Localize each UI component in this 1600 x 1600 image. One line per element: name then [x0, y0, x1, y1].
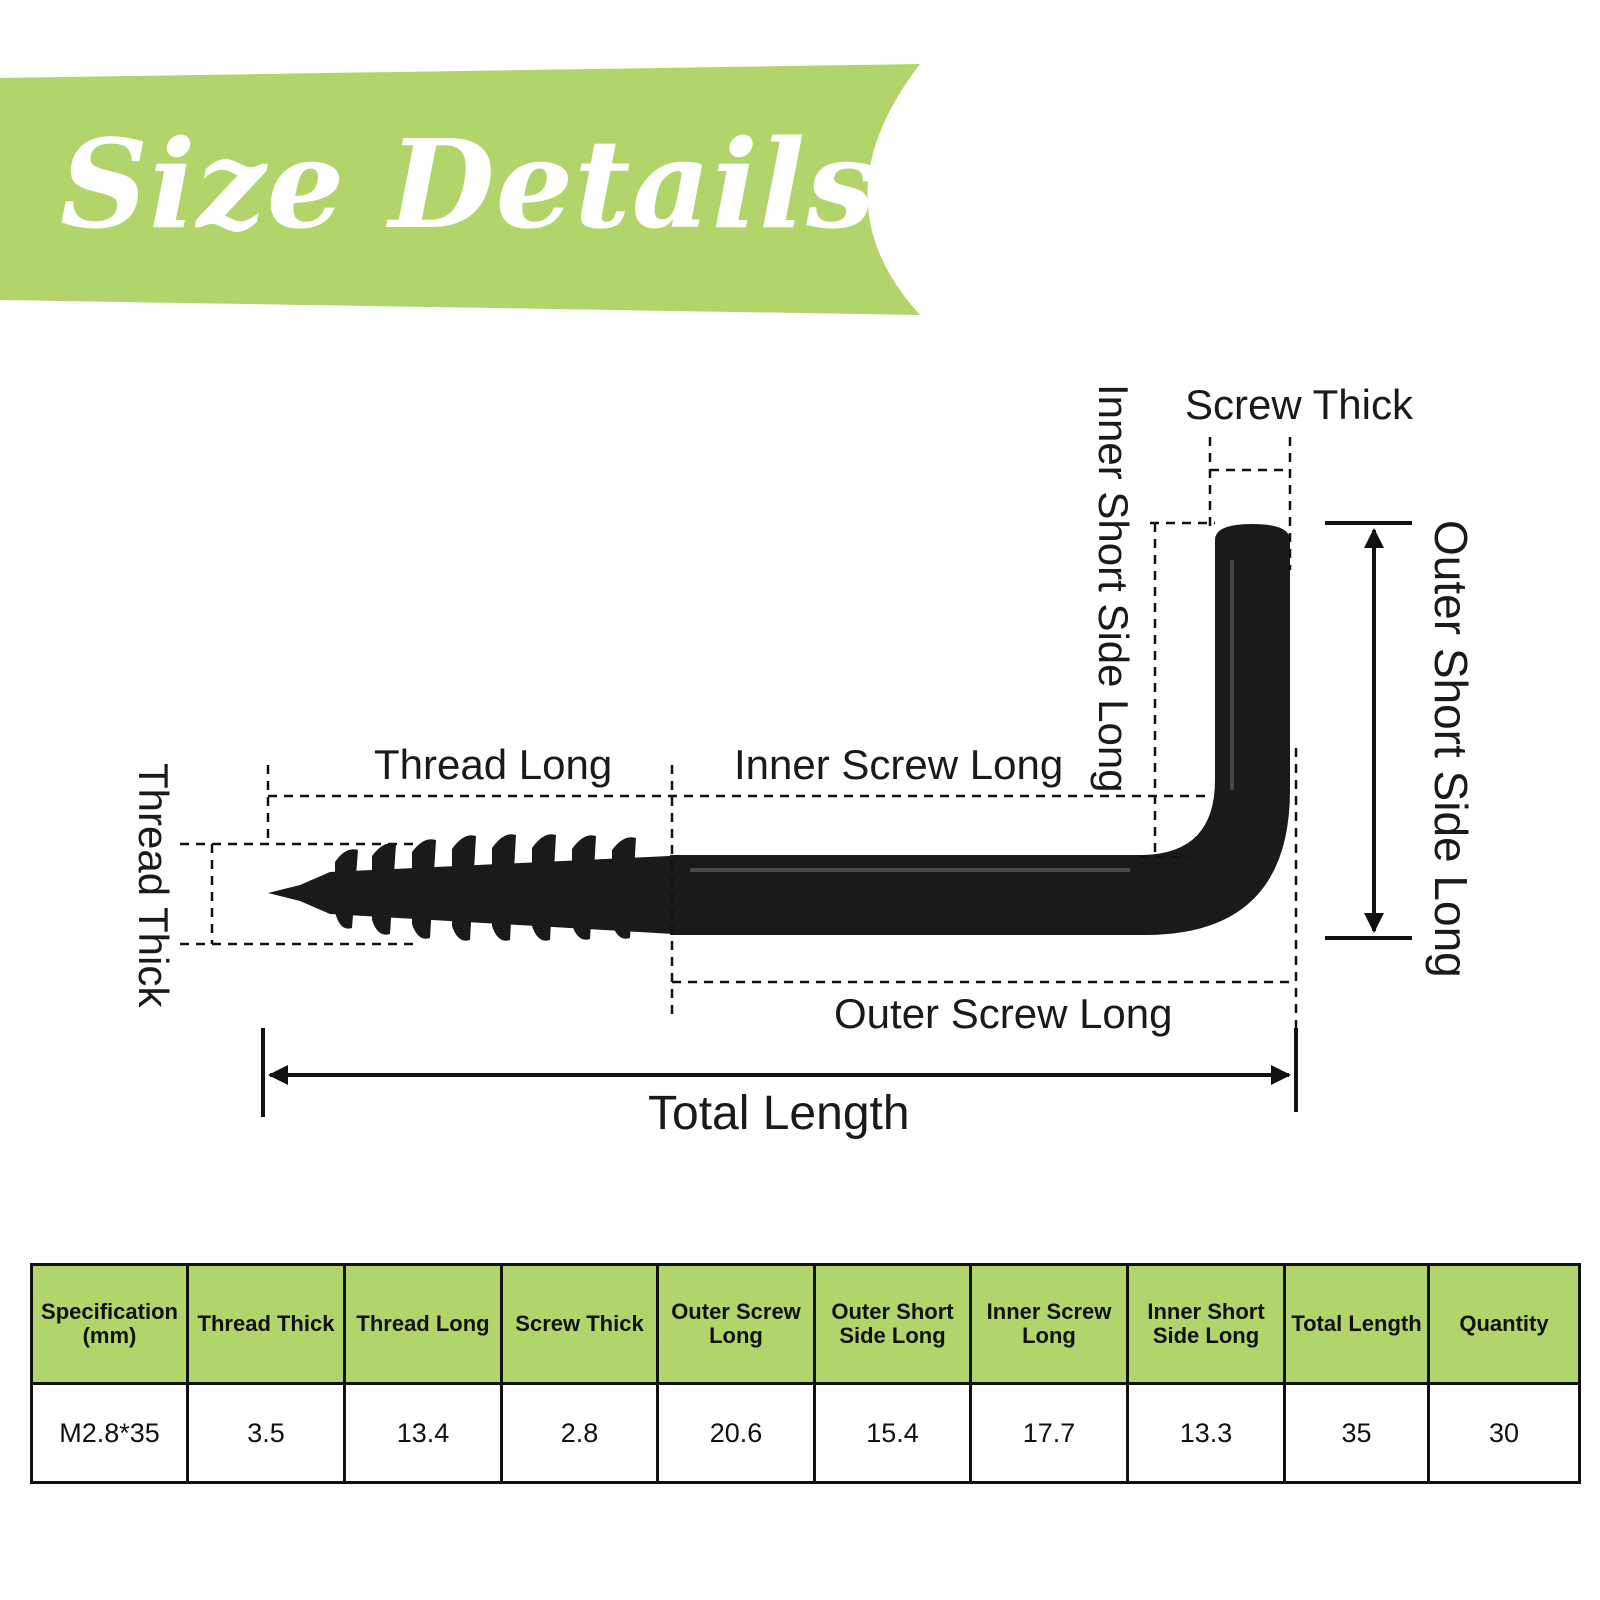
thread-ridges	[335, 834, 636, 941]
banner-title: Size Details	[60, 112, 877, 256]
table-header-cell: Specification(mm)	[30, 1263, 189, 1385]
table-cell: 3.5	[186, 1382, 346, 1484]
table-cell: 13.3	[1126, 1382, 1286, 1484]
label-inner-screw-long: Inner Screw Long	[734, 741, 1064, 788]
table-cell: 35	[1283, 1382, 1430, 1484]
label-screw-thick: Screw Thick	[1185, 381, 1413, 428]
table-cell: 20.6	[656, 1382, 816, 1484]
table-header-cell: Thread Long	[343, 1263, 503, 1385]
label-outer-screw-long: Outer Screw Long	[834, 990, 1173, 1037]
label-total-length: Total Length	[648, 1087, 910, 1140]
size-details-banner	[0, 64, 920, 315]
table-header-cell: Total Length	[1283, 1263, 1430, 1385]
table-header-cell: Thread Thick	[186, 1263, 346, 1385]
label-outer-short-side-long: Outer Short Side Long	[1425, 520, 1477, 978]
label-thread-long: Thread Long	[374, 741, 613, 788]
total-length-dimension	[261, 1028, 1298, 1117]
screw-hook-illustration	[268, 524, 1290, 941]
label-thread-thick: Thread Thick	[130, 763, 177, 1008]
table-header-cell: Screw Thick	[500, 1263, 659, 1385]
label-inner-short-side-long: Inner Short Side Long	[1090, 384, 1137, 793]
table-cell: 13.4	[343, 1382, 503, 1484]
banner-ribbon-shape	[0, 64, 920, 315]
table-cell: 30	[1427, 1382, 1581, 1484]
table-cell: M2.8*35	[30, 1382, 189, 1484]
hook-shank	[670, 524, 1290, 935]
table-header-cell: Quantity	[1427, 1263, 1581, 1385]
dimension-guides	[180, 437, 1298, 1030]
outer-short-side-dimension	[1325, 521, 1412, 940]
table-cell: 2.8	[500, 1382, 659, 1484]
table-cell: 15.4	[813, 1382, 972, 1484]
screw-hook-diagram	[180, 437, 1412, 1117]
table-cell: 17.7	[969, 1382, 1129, 1484]
